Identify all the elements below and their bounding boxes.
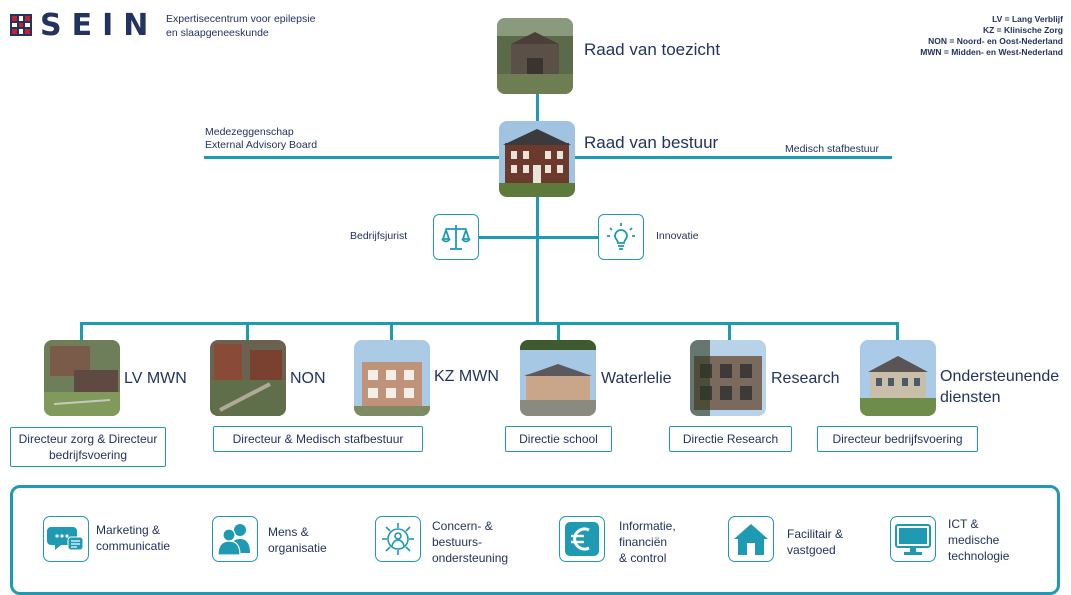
service-label-line: Concern- & bbox=[432, 519, 493, 533]
logo-wordmark: SEIN bbox=[40, 8, 159, 43]
tagline-line2: en slaapgeneeskunde bbox=[166, 27, 269, 39]
division-management-box: Directeur & Medisch stafbestuur bbox=[213, 426, 423, 452]
division-photo bbox=[44, 340, 120, 416]
connector-line bbox=[557, 322, 560, 342]
innovation-box bbox=[598, 214, 644, 260]
connector-line bbox=[536, 94, 539, 124]
legend-item: NON = Noord- en Oost-Nederland bbox=[928, 36, 1063, 46]
supervisory-board-photo bbox=[497, 18, 573, 94]
connector-line bbox=[390, 322, 393, 342]
division-management-text: Directie Research bbox=[682, 432, 779, 446]
legend-item: KZ = Klinische Zorg bbox=[982, 25, 1063, 35]
service-label-line: Informatie, bbox=[619, 519, 676, 533]
division-management-text: Directeur zorg & Directeur bedrijfsvoeri… bbox=[18, 432, 158, 462]
gear-icon bbox=[382, 523, 414, 555]
division-photo bbox=[520, 340, 596, 416]
division-label-non: NON bbox=[290, 370, 326, 387]
service-icon-box bbox=[559, 516, 605, 562]
service-icon-box bbox=[375, 516, 421, 562]
service-label-line: Facilitair & bbox=[787, 527, 844, 541]
division-label-kz-mwn: KZ MWN bbox=[434, 368, 499, 385]
supervisory-board-label: Raad van toezicht bbox=[584, 40, 721, 59]
division-management-box: Directie Research bbox=[669, 426, 792, 452]
connector-line bbox=[80, 322, 83, 342]
connector-line bbox=[246, 322, 249, 342]
connector-line bbox=[478, 236, 598, 239]
service-icon-box bbox=[43, 516, 89, 562]
division-management-box: Directeur bedrijfsvoering bbox=[817, 426, 978, 452]
service-label: Mens & organisatie bbox=[268, 524, 327, 556]
chat-icon bbox=[47, 527, 84, 551]
division-photo bbox=[210, 340, 286, 416]
legal-counsel-label: Bedrijfsjurist bbox=[350, 230, 408, 242]
participation-label: Medezeggenschap External Advisory Board bbox=[205, 126, 317, 152]
monitor-icon bbox=[895, 524, 931, 555]
executive-board-label: Raad van bestuur bbox=[584, 133, 719, 152]
logo-mark bbox=[10, 14, 32, 36]
abbreviation-legend: LV = Lang Verblijf KZ = Klinische Zorg N… bbox=[920, 14, 1063, 58]
service-label: Informatie, financiën & control bbox=[619, 518, 676, 566]
service-label-line: ICT & bbox=[948, 517, 979, 531]
participation-line1: Medezeggenschap bbox=[205, 126, 294, 138]
tagline: Expertisecentrum voor epilepsie en slaap… bbox=[166, 12, 315, 40]
service-icon-box bbox=[890, 516, 936, 562]
connector-line bbox=[536, 196, 539, 324]
executive-board-photo bbox=[499, 121, 575, 197]
division-label-support-services: Ondersteunende diensten bbox=[940, 368, 1060, 406]
connector-line bbox=[728, 322, 731, 342]
service-label-line: Mens & bbox=[268, 525, 309, 539]
legal-counsel-box bbox=[433, 214, 479, 260]
service-label: Concern- & bestuurs- ondersteuning bbox=[432, 518, 508, 566]
service-label-line: Marketing & bbox=[96, 523, 161, 537]
legend-item: LV = Lang Verblijf bbox=[992, 14, 1063, 24]
service-label-line: medische bbox=[948, 533, 1000, 547]
innovation-label: Innovatie bbox=[656, 230, 699, 242]
connector-line bbox=[80, 322, 898, 325]
service-icon-box bbox=[212, 516, 258, 562]
division-management-text: Directeur bedrijfsvoering bbox=[832, 432, 963, 446]
euro-icon bbox=[565, 522, 599, 556]
division-label-lv-mwn: LV MWN bbox=[124, 370, 187, 387]
division-label-waterlelie: Waterlelie bbox=[601, 370, 672, 387]
service-label-line: bestuurs- bbox=[432, 535, 483, 549]
medical-staff-board-label: Medisch stafbestuur bbox=[785, 143, 879, 155]
service-label-line: & control bbox=[619, 551, 667, 565]
service-label: ICT & medische technologie bbox=[948, 516, 1009, 564]
lightbulb-icon bbox=[607, 223, 635, 250]
service-label-line: organisatie bbox=[268, 541, 327, 555]
division-label-research: Research bbox=[771, 370, 840, 387]
legend-item: MWN = Midden- en West-Nederland bbox=[920, 47, 1063, 57]
division-management-box: Directeur zorg & Directeur bedrijfsvoeri… bbox=[10, 427, 166, 467]
scales-icon bbox=[441, 225, 471, 250]
connector-line bbox=[896, 322, 899, 342]
service-label: Marketing & communicatie bbox=[96, 522, 170, 554]
people-icon bbox=[217, 524, 250, 556]
service-label-line: ondersteuning bbox=[432, 551, 509, 565]
division-photo bbox=[860, 340, 936, 416]
service-label-line: technologie bbox=[948, 549, 1010, 563]
division-management-text: Directie school bbox=[519, 432, 598, 446]
service-label-line: financiën bbox=[619, 535, 668, 549]
participation-line2: External Advisory Board bbox=[205, 139, 318, 151]
house-icon bbox=[734, 524, 768, 555]
service-icon-box bbox=[728, 516, 774, 562]
service-label: Facilitair & vastgoed bbox=[787, 526, 843, 558]
division-management-box: Directie school bbox=[505, 426, 612, 452]
division-management-text: Directeur & Medisch stafbestuur bbox=[232, 432, 404, 446]
service-label-line: vastgoed bbox=[787, 543, 836, 557]
division-photo bbox=[690, 340, 766, 416]
tagline-line1: Expertisecentrum voor epilepsie bbox=[166, 13, 316, 25]
division-photo bbox=[354, 340, 430, 416]
service-label-line: communicatie bbox=[96, 539, 171, 553]
